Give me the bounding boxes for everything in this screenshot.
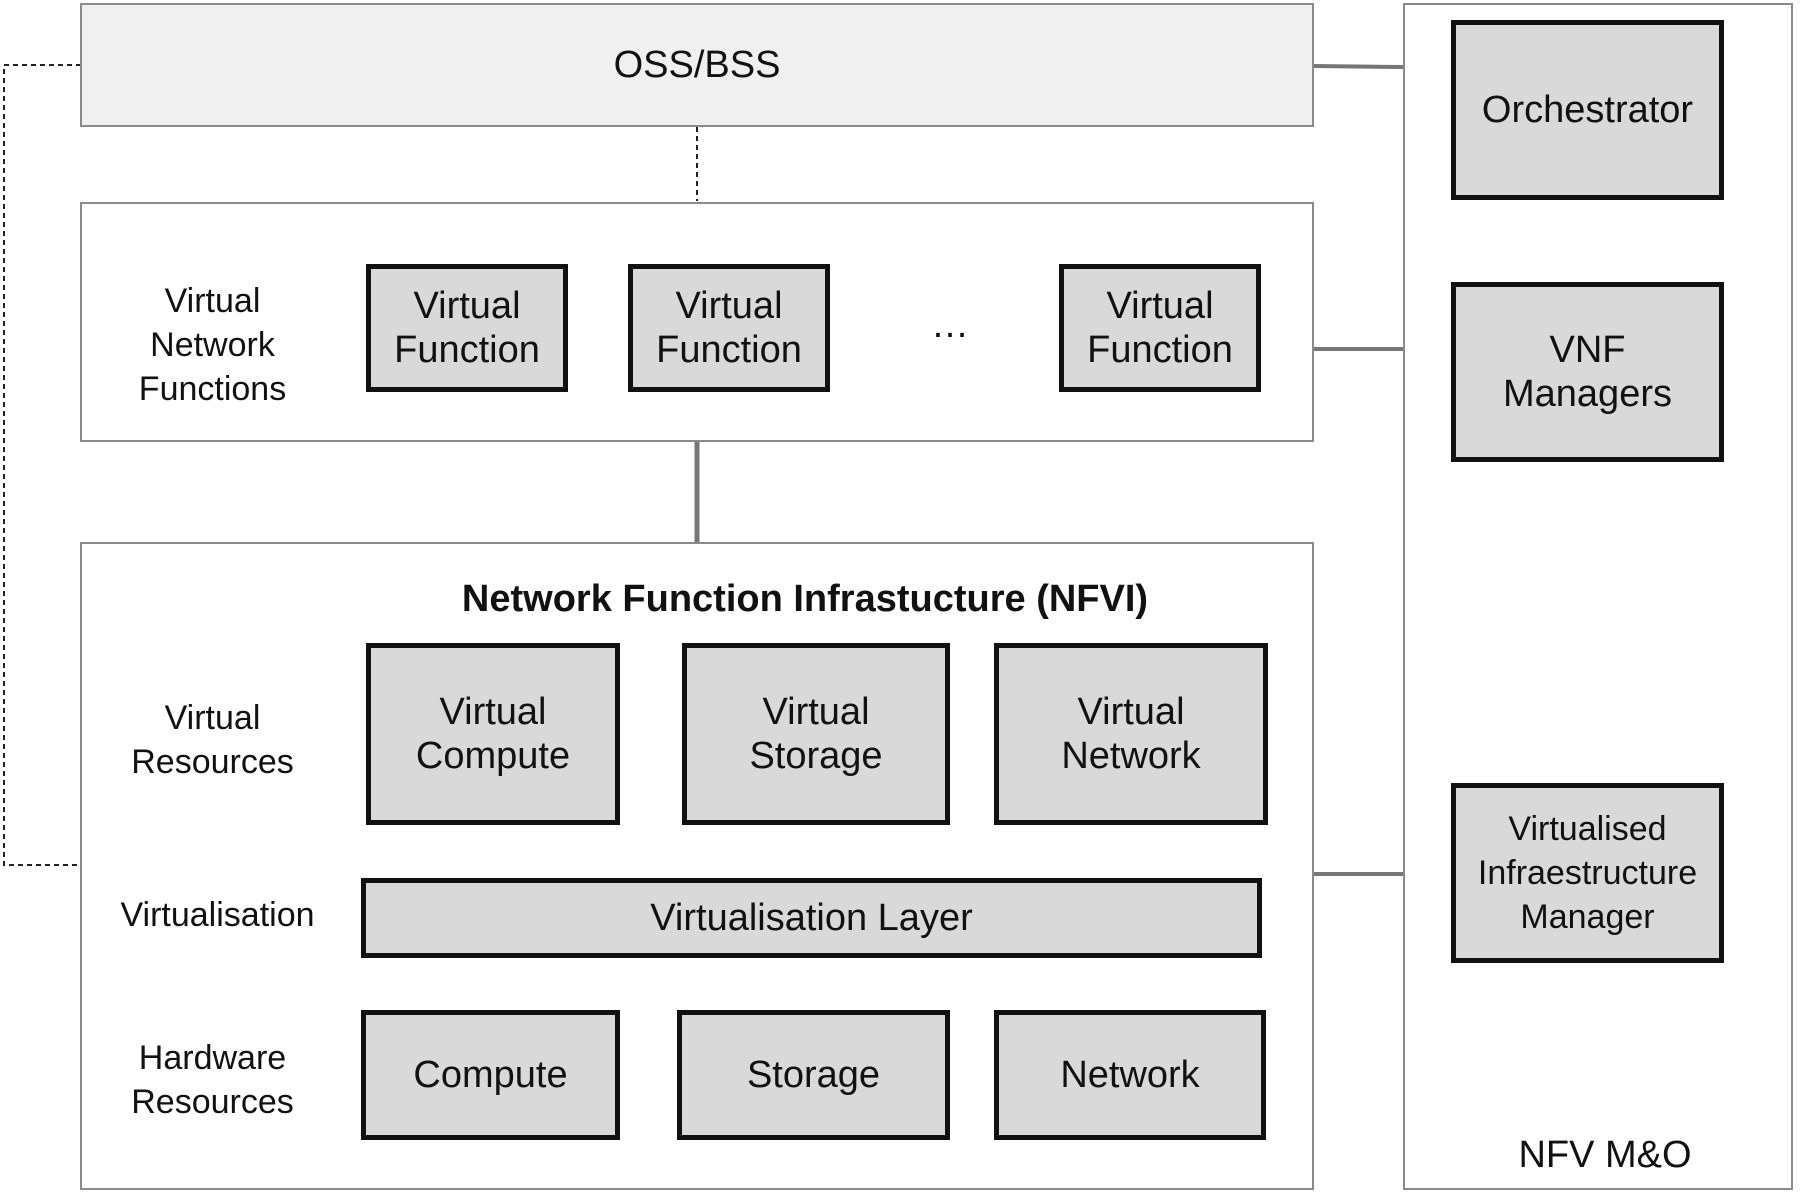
network-box: Network [994,1010,1266,1140]
virtual-compute-box: Virtual Compute [366,643,620,825]
oss-nfvi-dotted-link [3,64,81,866]
oss-bss-label: OSS/BSS [613,44,781,86]
vnf-ellipsis: … [931,304,969,346]
nfv-mano-label: NFV M&O [1518,1134,1692,1176]
vnf-layer-label: Virtual Network Functions [138,282,287,408]
compute-box: Compute [361,1010,620,1140]
orchestrator-box: Orchestrator [1451,20,1724,200]
nfv-mano-panel [1403,3,1793,1190]
virtual-function-box: Virtual Function [1059,264,1261,392]
storage-box: Storage [677,1010,950,1140]
oss-bss-box: OSS/BSS [80,3,1314,127]
virtualisation-layer-box: Virtualisation Layer [361,878,1262,958]
virtual-storage-box: Virtual Storage [682,643,950,825]
virtualisation-label: Virtualisation [120,896,315,934]
oss-mano-link [1313,64,1404,69]
virtual-function-box: Virtual Function [628,264,830,392]
vnf-managers-box: VNF Managers [1451,282,1724,462]
nfvi-title: Network Function Infrastucture (NFVI) [461,577,1149,620]
hardware-resources-label: Hardware Resources [131,1039,294,1121]
vim-box: Virtualised Infraestructure Manager [1451,783,1724,963]
virtual-network-box: Virtual Network [994,643,1268,825]
virtual-function-box: Virtual Function [366,264,568,392]
virtual-resources-label: Virtual Resources [131,699,294,781]
